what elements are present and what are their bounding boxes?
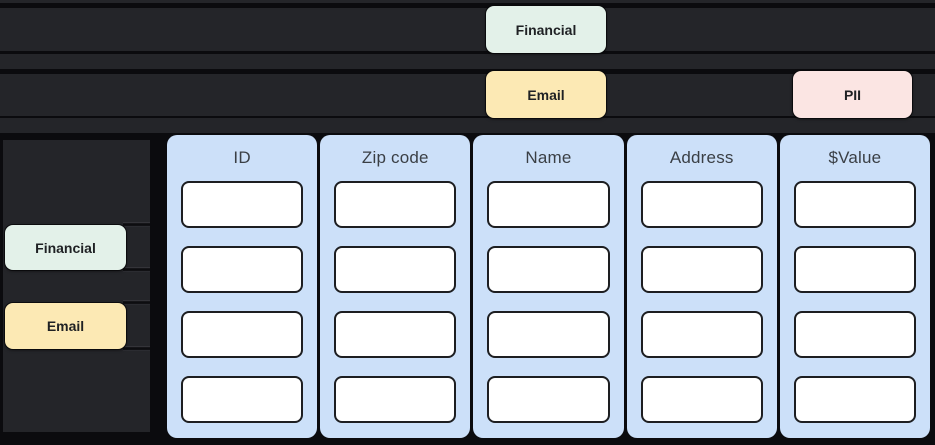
column-zip-code: Zip code	[320, 135, 471, 438]
table-cell	[334, 376, 457, 423]
column-value: $Value	[779, 135, 931, 438]
column-address: Address	[626, 135, 777, 438]
table-cell	[640, 311, 763, 358]
column-id: ID	[167, 135, 318, 438]
tag-financial-bar1: Financial	[486, 6, 606, 53]
table-cell	[487, 376, 610, 423]
table-cell	[487, 311, 610, 358]
tag-email-bar2: Email	[486, 71, 606, 118]
row-separator	[123, 267, 150, 272]
tag-email-sidebar: Email	[5, 303, 126, 349]
table-cell	[334, 181, 457, 228]
table-cell	[793, 311, 917, 358]
table-cell	[181, 181, 304, 228]
table-cell	[793, 246, 917, 293]
side-table-panel: Financial Email	[3, 140, 150, 432]
column-header: Address	[669, 148, 734, 167]
table-cell	[334, 246, 457, 293]
row-separator	[123, 222, 150, 227]
table-cell	[793, 376, 917, 423]
thin-bar-2	[0, 118, 935, 133]
table-cell	[181, 376, 304, 423]
column-header: $Value	[828, 148, 882, 167]
column-header: Zip code	[361, 148, 429, 167]
column-header: ID	[233, 148, 251, 167]
table-cell	[640, 246, 763, 293]
data-row-bar-2	[0, 74, 935, 116]
row-separator	[123, 300, 150, 305]
table-cell	[487, 181, 610, 228]
data-row-bar-1	[0, 8, 935, 51]
partial-bar-top	[0, 0, 935, 3]
table-cell	[640, 376, 763, 423]
table-cell	[793, 181, 917, 228]
table-cell	[181, 311, 304, 358]
table-cell	[334, 311, 457, 358]
table-cell	[640, 181, 763, 228]
thin-bar-1	[0, 54, 935, 69]
tag-financial-sidebar: Financial	[5, 225, 126, 270]
column-header: Name	[525, 148, 572, 167]
row-separator	[123, 346, 150, 351]
table-cell	[487, 246, 610, 293]
column-name: Name	[473, 135, 624, 438]
tag-pii-bar2: PII	[793, 71, 912, 118]
table-cell	[181, 246, 304, 293]
schema-columns: ID Zip code Name Address	[167, 135, 931, 438]
